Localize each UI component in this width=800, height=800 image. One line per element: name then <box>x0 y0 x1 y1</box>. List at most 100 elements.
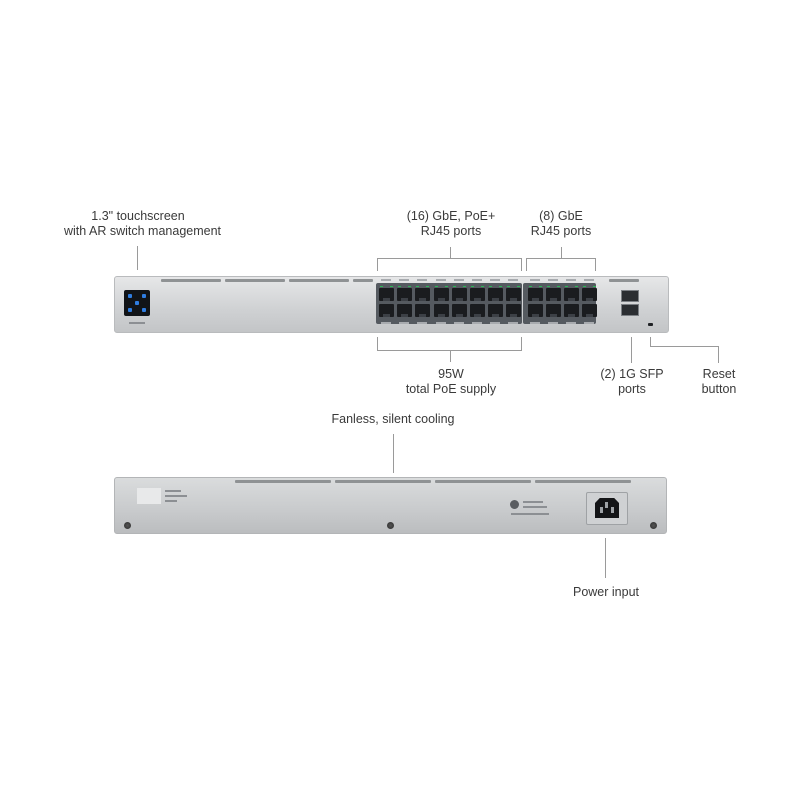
port-led <box>380 286 383 287</box>
power-input-port[interactable] <box>586 492 628 525</box>
rj45-port[interactable] <box>564 304 579 317</box>
rj45-port[interactable] <box>545 288 561 301</box>
port-led <box>408 286 412 287</box>
port-number-mark <box>381 322 391 324</box>
mounting-screw-icon <box>387 522 394 529</box>
port-led <box>583 286 587 287</box>
rj45-port[interactable] <box>506 288 522 301</box>
port-number-mark <box>472 322 482 324</box>
port-number-mark <box>547 279 558 281</box>
port-number-mark <box>566 322 576 324</box>
poe-supply-bracket <box>377 350 522 351</box>
rj45-port[interactable] <box>451 304 467 317</box>
reset-button[interactable] <box>648 323 653 326</box>
rj45-port[interactable] <box>582 304 598 317</box>
port-led <box>434 286 438 287</box>
port-led <box>565 286 568 287</box>
port-led <box>499 286 503 287</box>
rj45-port[interactable] <box>451 288 467 301</box>
port-led <box>398 286 402 287</box>
port-number-mark <box>529 322 540 324</box>
touchscreen-leader <box>137 246 138 270</box>
switch-front-panel <box>114 276 669 333</box>
rj45-port[interactable] <box>506 304 522 317</box>
port-led <box>507 286 511 287</box>
rj45-port[interactable] <box>582 288 598 301</box>
port-led <box>489 286 493 287</box>
sfp-port-2[interactable] <box>621 304 639 316</box>
gbe-ports-bracket <box>526 258 596 259</box>
ubiquiti-logo-icon <box>510 500 519 509</box>
port-number-mark <box>417 322 428 324</box>
rj45-port[interactable] <box>564 288 579 301</box>
rj45-port[interactable] <box>397 288 413 301</box>
port-led <box>390 286 393 287</box>
port-number-mark <box>453 322 464 324</box>
port-number-mark <box>508 322 519 324</box>
certification-marks <box>511 513 549 515</box>
iec-c14-socket <box>595 498 619 518</box>
reset-button-label: Reset button <box>701 367 737 396</box>
rj45-port[interactable] <box>527 288 543 301</box>
rj45-port[interactable] <box>415 288 431 301</box>
power-input-label: Power input <box>572 585 639 599</box>
port-led <box>426 286 430 287</box>
port-number-mark <box>529 279 540 281</box>
rj45-port[interactable] <box>379 288 394 301</box>
port-led <box>538 286 542 287</box>
port-led <box>452 286 456 287</box>
port-number-mark <box>399 322 410 324</box>
touchscreen-label: 1.3" touchscreen with AR switch manageme… <box>64 209 222 238</box>
poe-ports-bracket <box>377 258 522 259</box>
port-number-mark <box>490 279 501 281</box>
port-number-mark <box>584 322 595 324</box>
port-number-mark <box>508 279 519 281</box>
poe-supply-label: 95W total PoE supply <box>405 367 497 396</box>
port-number-mark <box>453 279 464 281</box>
port-number-mark <box>472 279 482 281</box>
sfp-port-1[interactable] <box>621 290 639 302</box>
rj45-port[interactable] <box>433 304 449 317</box>
rj45-port[interactable] <box>488 304 504 317</box>
port-led <box>593 286 597 287</box>
port-number-mark <box>584 279 595 281</box>
touchscreen-display[interactable] <box>124 290 150 316</box>
port-led <box>471 286 474 287</box>
mounting-screw-icon <box>124 522 131 529</box>
rj45-port[interactable] <box>433 288 449 301</box>
port-number-mark <box>490 322 501 324</box>
port-led <box>416 286 420 287</box>
rj45-port[interactable] <box>415 304 431 317</box>
rj45-port[interactable] <box>488 288 504 301</box>
port-number-mark <box>435 279 446 281</box>
model-mark <box>129 322 145 324</box>
rj45-port[interactable] <box>379 304 394 317</box>
cooling-label: Fanless, silent cooling <box>331 412 455 426</box>
port-led <box>546 286 550 287</box>
port-led <box>528 286 532 287</box>
port-number-mark <box>547 322 558 324</box>
rj45-port[interactable] <box>470 304 485 317</box>
sfp-leader <box>631 337 632 363</box>
switch-rear-panel <box>114 477 667 534</box>
port-led <box>517 286 521 287</box>
mounting-screw-icon <box>650 522 657 529</box>
rj45-port[interactable] <box>397 304 413 317</box>
port-led <box>575 286 578 287</box>
poe-ports-label: (16) GbE, PoE+ RJ45 ports <box>406 209 496 238</box>
power-leader <box>605 538 606 578</box>
gbe-ports-label: (8) GbE RJ45 ports <box>530 209 592 238</box>
port-number-mark <box>417 279 428 281</box>
port-led <box>556 286 560 287</box>
port-number-mark <box>566 279 576 281</box>
rj45-port[interactable] <box>545 304 561 317</box>
port-led <box>444 286 448 287</box>
port-led <box>481 286 484 287</box>
port-number-mark <box>381 279 391 281</box>
rj45-port[interactable] <box>527 304 543 317</box>
port-led <box>462 286 466 287</box>
sfp-ports-label: (2) 1G SFP ports <box>600 367 664 396</box>
rj45-port[interactable] <box>470 288 485 301</box>
port-number-mark <box>399 279 410 281</box>
qr-code-sticker <box>137 488 161 504</box>
